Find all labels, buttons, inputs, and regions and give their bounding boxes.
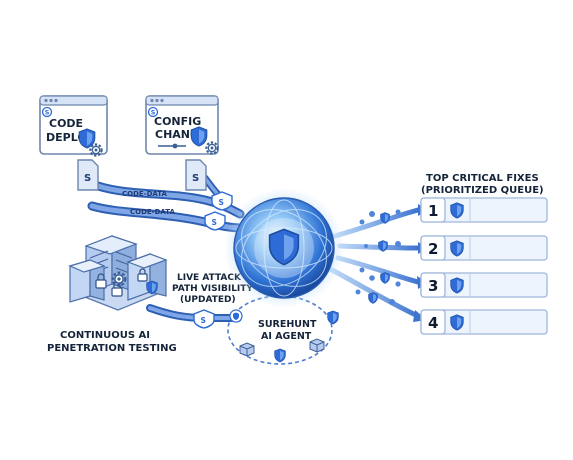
cube-icon bbox=[239, 342, 255, 357]
config-change-file: S bbox=[185, 159, 207, 191]
agent-line1: SUREHUNT bbox=[258, 319, 317, 330]
shield-icon bbox=[368, 292, 378, 304]
code-deploy-card: S CODE DEPLOY bbox=[39, 95, 108, 157]
config-change-card: S CONFIG CHANGE bbox=[145, 95, 219, 155]
shield-icon bbox=[380, 272, 390, 284]
cube-icon bbox=[309, 338, 325, 353]
gear-icon bbox=[111, 271, 127, 287]
queue-beams bbox=[329, 204, 428, 322]
config-badge-letter: S bbox=[151, 109, 156, 117]
slider-icon bbox=[158, 143, 186, 149]
code-deploy-line1: CODE bbox=[49, 117, 83, 130]
queue-item: 4 bbox=[420, 309, 548, 335]
flow-label-code-data-2: CODE-DATA bbox=[130, 208, 176, 216]
live-path-badge-letter: S bbox=[201, 316, 206, 325]
queue-item-number: 4 bbox=[428, 314, 438, 332]
queue-title-line2: (PRIORITIZED QUEUE) bbox=[421, 185, 544, 196]
queue-item: 3 bbox=[420, 272, 548, 298]
live-path-line3: (UPDATED) bbox=[180, 295, 236, 305]
queue-item-number: 3 bbox=[428, 277, 438, 295]
live-attack-path-label: LIVE ATTACK PATH VISIBILITY (UPDATED) bbox=[172, 273, 253, 305]
flow-badge-letter-1: S bbox=[219, 198, 224, 207]
flow-badge-letter-2: S bbox=[212, 218, 217, 227]
queue-title-line1: TOP CRITICAL FIXES bbox=[426, 173, 539, 184]
left-module-line2: PENETRATION TESTING bbox=[47, 343, 177, 354]
config-change-file-letter: S bbox=[192, 173, 199, 184]
central-orb bbox=[224, 188, 344, 308]
agent-line2: AI AGENT bbox=[261, 331, 312, 342]
gear-icon bbox=[89, 143, 103, 157]
config-badge-icon bbox=[147, 106, 159, 118]
gear-icon bbox=[205, 141, 219, 155]
shield-icon bbox=[274, 348, 286, 363]
flow-shield-badge-2: S bbox=[204, 211, 226, 231]
critical-fixes-queue: TOP CRITICAL FIXES (PRIORITIZED QUEUE) 1… bbox=[420, 173, 548, 335]
code-deploy-file: S bbox=[77, 159, 99, 191]
left-module-line1: CONTINUOUS AI bbox=[60, 330, 150, 341]
penetration-testing-module: CONTINUOUS AI PENETRATION TESTING bbox=[47, 235, 177, 354]
code-deploy-badge-letter: S bbox=[45, 109, 50, 117]
queue-item: 2 bbox=[420, 235, 548, 261]
code-data-flow-upper: CODE-DATA bbox=[93, 181, 245, 219]
code-deploy-file-letter: S bbox=[84, 173, 91, 184]
shield-icon bbox=[327, 310, 339, 325]
live-path-line1: LIVE ATTACK bbox=[177, 273, 242, 283]
flow-label-code-data-1: CODE-DATA bbox=[122, 190, 168, 198]
live-path-line2: PATH VISIBILITY bbox=[172, 284, 253, 294]
queue-item: 1 bbox=[420, 197, 548, 223]
code-deploy-badge-icon bbox=[41, 106, 53, 118]
queue-item-number: 2 bbox=[428, 240, 438, 258]
config-change-line1: CONFIG bbox=[154, 115, 201, 128]
live-path-badge: S bbox=[193, 309, 215, 329]
queue-item-number: 1 bbox=[428, 202, 438, 220]
flow-shield-badge-1: S bbox=[211, 191, 233, 211]
